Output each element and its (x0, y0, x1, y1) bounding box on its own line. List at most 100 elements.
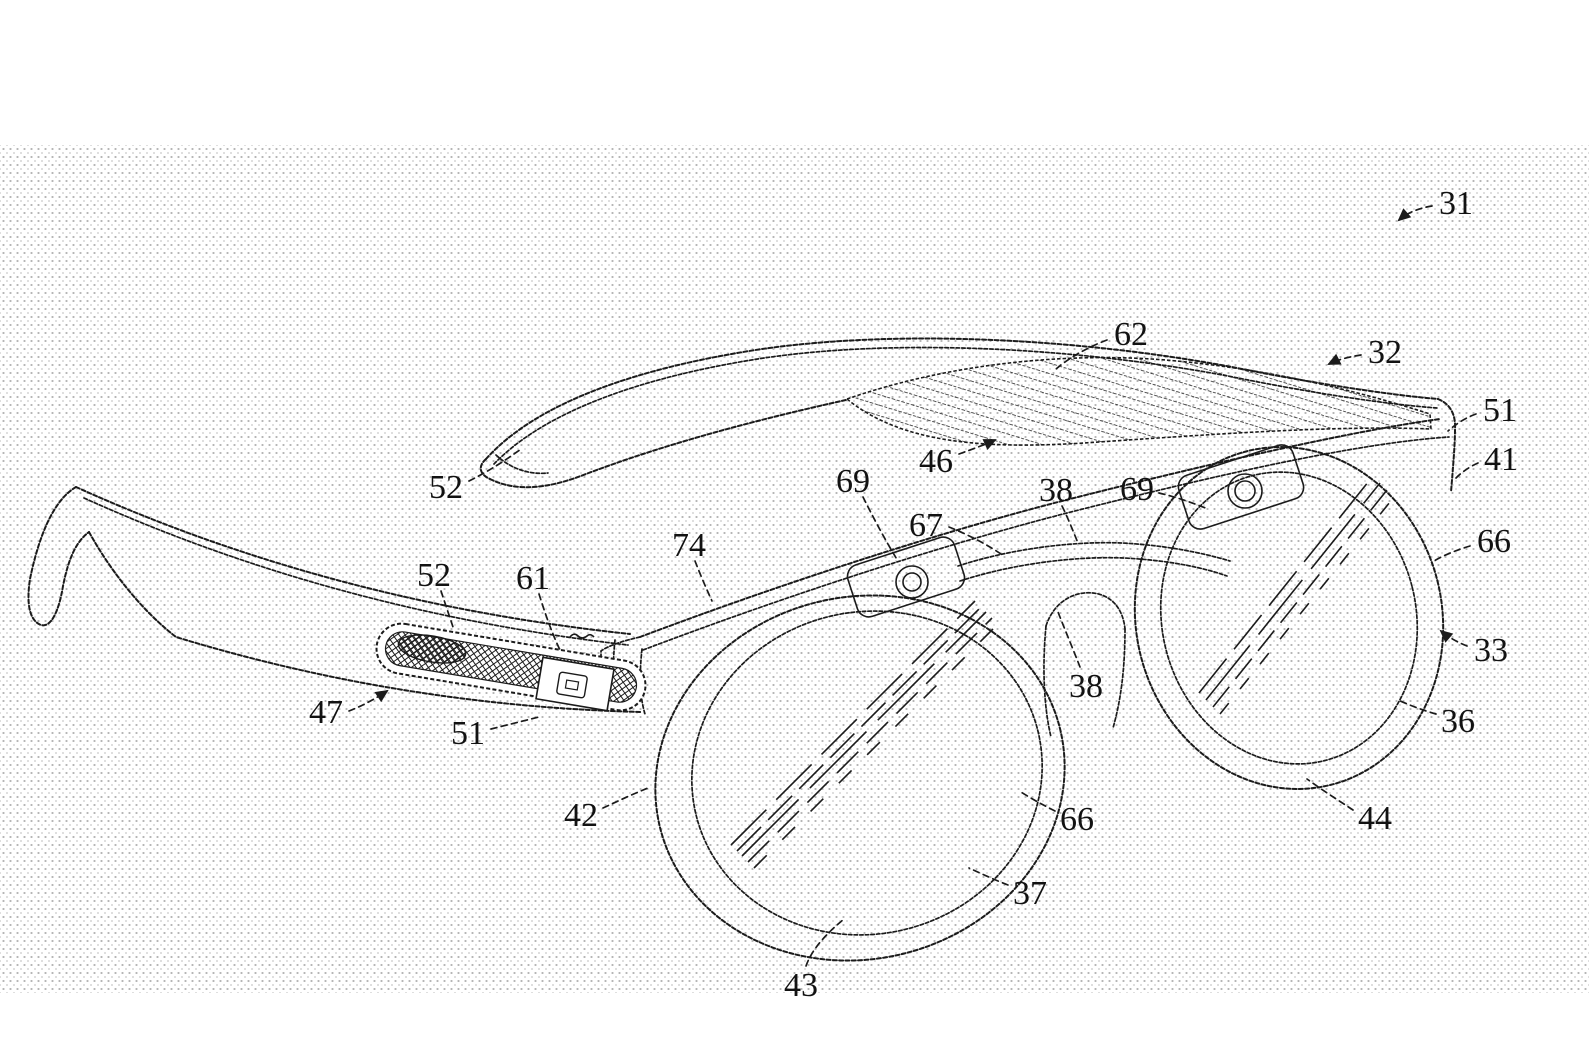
ref-label-66-22: 66 (1020, 791, 1094, 838)
ref-label-41-4: 41 (1455, 441, 1518, 479)
leader-line-62 (1055, 339, 1108, 370)
chip-window (556, 671, 588, 699)
ref-label-38-14: 38 (1057, 611, 1103, 705)
leader-line-51 (490, 716, 540, 730)
ref-label-38-12: 38 (1039, 472, 1079, 544)
ref-number-37: 37 (1013, 875, 1047, 912)
ref-label-32-2: 32 (1327, 334, 1402, 371)
coil-component (397, 634, 467, 664)
right-hinge-plate (1177, 444, 1305, 530)
ref-number-43: 43 (784, 967, 818, 1004)
ref-number-69: 69 (836, 463, 870, 500)
halftone-dot-background (0, 145, 1589, 993)
ref-number-52: 52 (417, 557, 451, 594)
ref-number-38: 38 (1069, 668, 1103, 705)
surface-marking (569, 633, 595, 639)
leader-line-51 (1447, 413, 1477, 432)
ref-number-69: 69 (1120, 471, 1154, 508)
left-camera-ring (895, 565, 929, 599)
ref-number-62: 62 (1114, 316, 1148, 353)
leader-line-67 (948, 526, 1005, 557)
ref-label-69-13: 69 (1120, 471, 1209, 510)
electronics-cutaway (375, 622, 647, 712)
leader-line-66 (1433, 545, 1471, 562)
ref-number-66: 66 (1060, 801, 1094, 838)
leader-line-74 (694, 560, 713, 602)
ref-label-62-1: 62 (1055, 316, 1148, 370)
reference-labels: 31 62 32 51 41 66 33 36 44 46 69 67 38 69 38 74 52 52 61 47… (309, 185, 1518, 1004)
leader-line-43 (805, 918, 845, 967)
leader-line-46 (958, 439, 997, 455)
ref-number-41: 41 (1484, 441, 1518, 478)
right-camera-ring (1227, 473, 1263, 509)
ref-label-46-9: 46 (919, 439, 997, 480)
chip-die (564, 679, 580, 691)
hinge-camera-right (1177, 444, 1305, 530)
right-lens-group (1133, 446, 1445, 790)
ref-number-42: 42 (564, 797, 598, 834)
right-camera-lens (1234, 480, 1256, 502)
ref-number-67: 67 (909, 507, 943, 544)
ref-label-74-15: 74 (672, 527, 713, 602)
leader-line-69 (862, 496, 899, 562)
ref-number-51: 51 (451, 715, 485, 752)
ref-label-67-11: 67 (909, 507, 1005, 557)
ref-label-31-0: 31 (1397, 185, 1473, 222)
ref-label-36-7: 36 (1397, 699, 1475, 740)
left-hinge-plate (846, 536, 966, 618)
ref-number-74: 74 (672, 527, 706, 564)
ref-label-52-16: 52 (429, 448, 522, 506)
ref-label-42-21: 42 (564, 787, 649, 834)
left-lens-group (654, 594, 1066, 962)
ref-label-52-17: 52 (417, 557, 454, 628)
ref-number-51: 51 (1483, 392, 1517, 429)
leader-line-47 (348, 689, 389, 712)
ref-number-32: 32 (1368, 334, 1402, 371)
left-temple-arm (27, 486, 646, 715)
ref-number-66: 66 (1477, 523, 1511, 560)
ref-number-46: 46 (919, 443, 953, 480)
bridge-strap (957, 541, 1231, 582)
ref-number-47: 47 (309, 694, 343, 731)
leader-line-42 (602, 787, 649, 809)
left-lens-highlight (730, 600, 999, 869)
right-lens-outer-rim (1133, 446, 1445, 790)
ref-label-33-6: 33 (1439, 629, 1508, 669)
ref-label-47-19: 47 (309, 689, 389, 731)
nose-bridge (1043, 591, 1126, 738)
leader-line-52 (468, 448, 522, 482)
leader-line-31 (1397, 205, 1433, 222)
leader-line-69 (1158, 492, 1209, 510)
ref-label-69-10: 69 (836, 463, 899, 562)
ear-hook (27, 486, 90, 627)
leader-line-52 (440, 590, 454, 628)
ref-label-61-18: 61 (516, 560, 562, 653)
ref-label-43-24: 43 (784, 918, 845, 1004)
ref-label-51-3: 51 (1447, 392, 1517, 432)
hinge-camera-left (846, 536, 966, 618)
ref-label-51-20: 51 (451, 715, 540, 752)
leader-line-33 (1439, 629, 1468, 647)
leader-line-36 (1397, 699, 1437, 715)
leader-line-32 (1327, 353, 1362, 365)
ref-number-36: 36 (1441, 703, 1475, 740)
ref-number-44: 44 (1358, 800, 1392, 837)
ref-label-37-23: 37 (968, 867, 1047, 912)
right-lens-highlight (1198, 475, 1395, 715)
leader-line-41 (1455, 462, 1479, 479)
leader-line-61 (538, 593, 562, 653)
ref-number-31: 31 (1439, 185, 1473, 222)
leader-line-66 (1020, 791, 1056, 812)
right-lens-edge (1159, 471, 1419, 765)
vent-outline (845, 356, 1432, 446)
ref-label-66-5: 66 (1433, 523, 1511, 562)
ref-number-52: 52 (429, 469, 463, 506)
leader-line-38 (1061, 505, 1079, 544)
left-lens-edge (690, 610, 1044, 936)
leader-line-37 (968, 867, 1009, 886)
leader-line-38 (1057, 611, 1081, 668)
ref-number-38: 38 (1039, 472, 1073, 509)
vent-hatch-region (845, 356, 1432, 446)
